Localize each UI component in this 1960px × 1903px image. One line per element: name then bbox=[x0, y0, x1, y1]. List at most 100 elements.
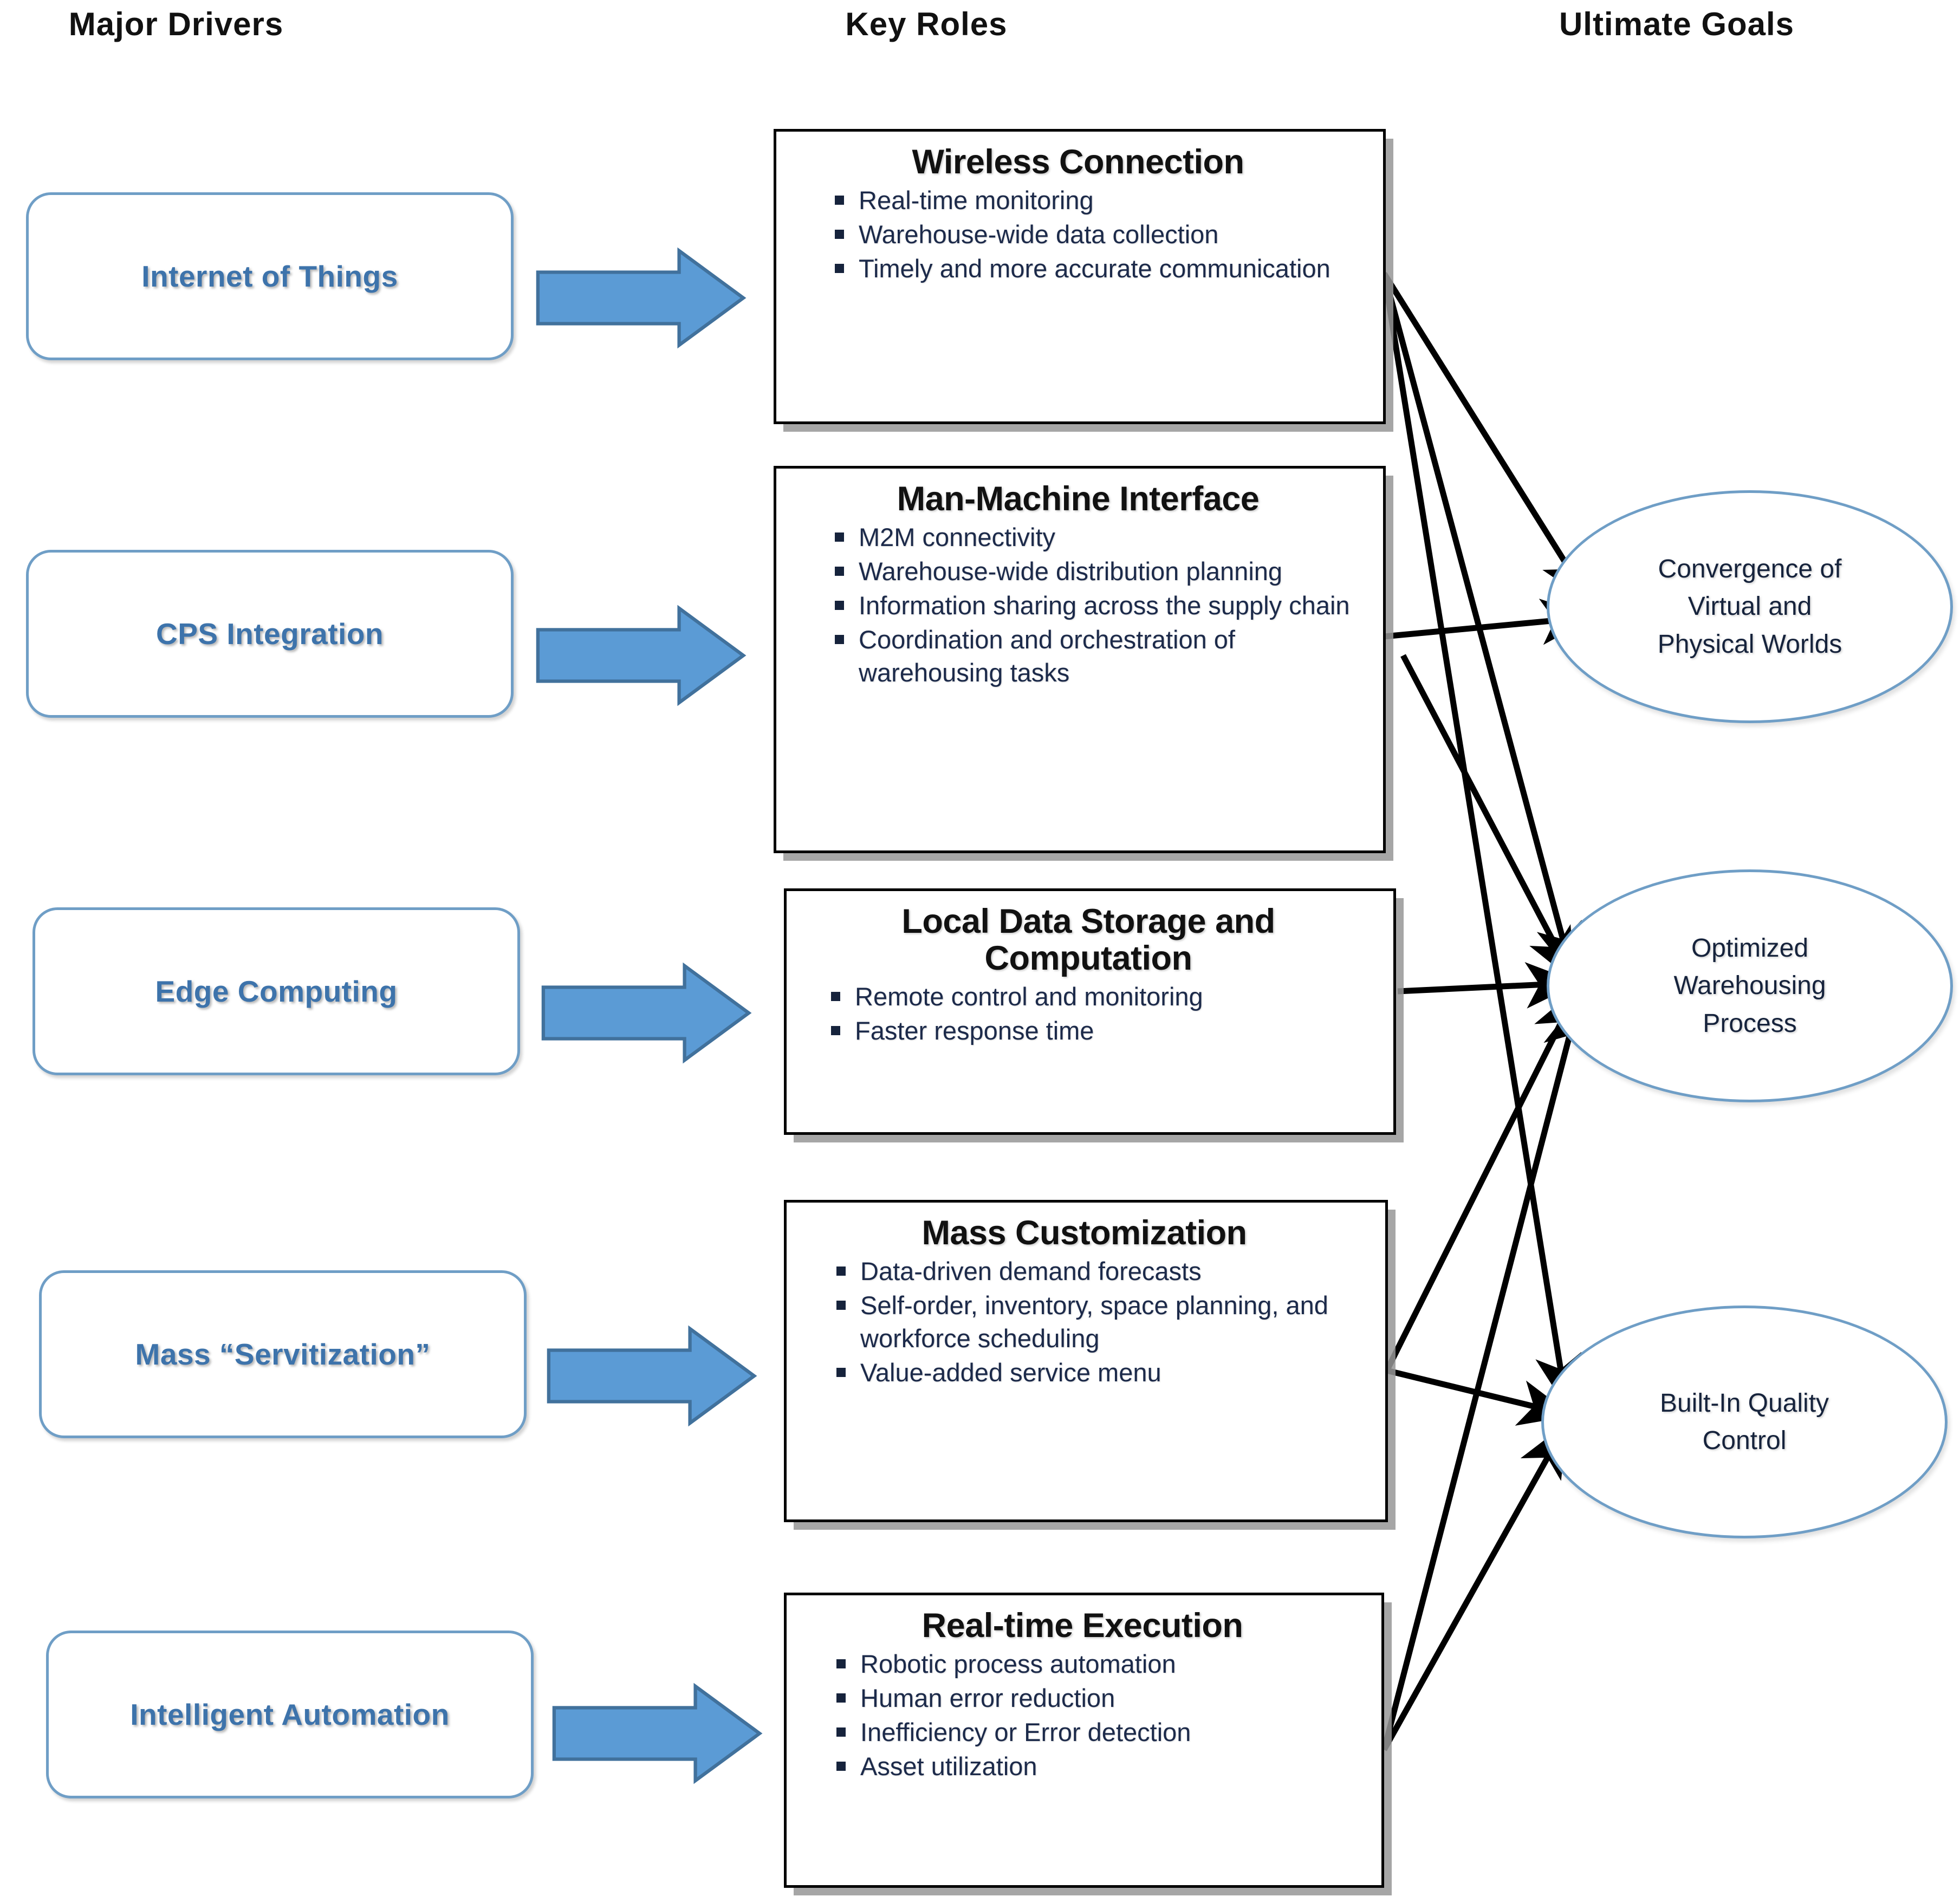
list-item-text: Faster response time bbox=[855, 1016, 1094, 1045]
driver-label: Internet of Things bbox=[141, 259, 398, 293]
goal-label: Optimized Warehousing Process bbox=[1673, 930, 1826, 1042]
role-box-real-time-execution[interactable]: Real-time Execution Robotic process auto… bbox=[784, 1593, 1384, 1888]
list-item-text: M2M connectivity bbox=[859, 523, 1056, 552]
role-bullet-list: M2M connectivity Warehouse-wide distribu… bbox=[787, 521, 1369, 689]
flow-arrow-edge-to-local-data bbox=[539, 962, 753, 1064]
column-header-key-roles: Key Roles bbox=[845, 6, 1008, 42]
flow-arrow-automation-to-realtime bbox=[550, 1682, 764, 1785]
list-item: Warehouse-wide distribution planning bbox=[835, 555, 1369, 588]
driver-label: Edge Computing bbox=[155, 975, 398, 1008]
role-title: Local Data Storage and Computation bbox=[901, 902, 1275, 978]
bullet-square-icon bbox=[836, 1659, 846, 1669]
driver-box-cps-integration[interactable]: CPS Integration bbox=[26, 550, 514, 718]
list-item: Faster response time bbox=[831, 1014, 1379, 1047]
bullet-square-icon bbox=[831, 992, 840, 1002]
list-item-text: Real-time monitoring bbox=[859, 186, 1094, 215]
list-item-text: Human error reduction bbox=[860, 1684, 1115, 1713]
list-item: Data-driven demand forecasts bbox=[836, 1255, 1371, 1288]
goal-label: Built-In Quality Control bbox=[1660, 1385, 1829, 1459]
list-item: Inefficiency or Error detection bbox=[836, 1716, 1367, 1749]
list-item-text: Data-driven demand forecasts bbox=[860, 1257, 1202, 1286]
column-header-major-drivers: Major Drivers bbox=[68, 6, 284, 42]
goal-ellipse-optimized-warehousing-process[interactable]: Optimized Warehousing Process bbox=[1547, 869, 1953, 1102]
role-box-local-data-storage-and-computation[interactable]: Local Data Storage and Computation Remot… bbox=[784, 888, 1396, 1135]
list-item: Asset utilization bbox=[836, 1750, 1367, 1783]
goal-label-line: Physical Worlds bbox=[1657, 629, 1842, 659]
link-wireless-to-convergence bbox=[1381, 272, 1591, 603]
list-item-text: Robotic process automation bbox=[860, 1649, 1176, 1679]
list-item: Value-added service menu bbox=[836, 1356, 1371, 1389]
role-box-man-machine-interface[interactable]: Man-Machine Interface M2M connectivity W… bbox=[774, 466, 1386, 853]
driver-label: Mass “Servitization” bbox=[135, 1337, 431, 1371]
link-mmi-to-optimized bbox=[1400, 654, 1575, 983]
flow-arrow-iot-to-wireless bbox=[534, 246, 748, 349]
role-box-wireless-connection[interactable]: Wireless Connection Real-time monitoring… bbox=[774, 129, 1386, 424]
bullet-square-icon bbox=[836, 1266, 846, 1276]
list-item: Remote control and monitoring bbox=[831, 980, 1379, 1013]
bullet-square-icon bbox=[835, 196, 844, 205]
goal-label-line: Warehousing bbox=[1673, 971, 1826, 1001]
list-item-text: Inefficiency or Error detection bbox=[860, 1718, 1191, 1747]
list-item-text: Timely and more accurate communication bbox=[859, 254, 1331, 283]
driver-box-intelligent-automation[interactable]: Intelligent Automation bbox=[46, 1631, 534, 1798]
bullet-square-icon bbox=[835, 264, 844, 274]
list-item: Warehouse-wide data collection bbox=[835, 218, 1369, 251]
link-realtime-to-optimized bbox=[1381, 997, 1589, 1751]
role-bullet-list: Remote control and monitoring Faster res… bbox=[797, 980, 1379, 1047]
role-bullet-list: Robotic process automation Human error r… bbox=[797, 1647, 1367, 1783]
bullet-square-icon bbox=[835, 635, 844, 645]
link-masscust-to-quality bbox=[1386, 1367, 1573, 1426]
bullet-square-icon bbox=[835, 532, 844, 542]
role-title: Man-Machine Interface bbox=[897, 480, 1260, 518]
role-title: Mass Customization bbox=[921, 1214, 1247, 1252]
link-realtime-to-quality bbox=[1381, 1423, 1567, 1751]
driver-box-mass-servitization[interactable]: Mass “Servitization” bbox=[39, 1270, 527, 1438]
list-item: Robotic process automation bbox=[836, 1647, 1367, 1680]
list-item: Timely and more accurate communication bbox=[835, 252, 1369, 285]
list-item: Real-time monitoring bbox=[835, 184, 1369, 217]
list-item-text: Remote control and monitoring bbox=[855, 982, 1203, 1011]
link-wireless-to-quality bbox=[1381, 273, 1582, 1409]
goal-label-line: Process bbox=[1703, 1009, 1797, 1038]
driver-label: CPS Integration bbox=[155, 617, 384, 651]
goal-ellipse-built-in-quality-control[interactable]: Built-In Quality Control bbox=[1541, 1306, 1948, 1538]
list-item: Coordination and orchestration of wareho… bbox=[835, 623, 1369, 689]
bullet-square-icon bbox=[835, 601, 844, 610]
role-bullet-list: Data-driven demand forecasts Self-order,… bbox=[797, 1255, 1371, 1389]
bullet-square-icon bbox=[835, 230, 844, 239]
flow-arrow-servitization-to-masscust bbox=[544, 1324, 758, 1427]
role-title: Real-time Execution bbox=[921, 1607, 1243, 1645]
link-localdata-to-optimized bbox=[1397, 962, 1580, 1009]
goal-label-line: Built-In Quality bbox=[1659, 1388, 1829, 1418]
bullet-square-icon bbox=[836, 1368, 846, 1378]
goal-label-line: Optimized bbox=[1691, 934, 1809, 963]
list-item-text: Warehouse-wide data collection bbox=[859, 220, 1219, 249]
driver-box-internet-of-things[interactable]: Internet of Things bbox=[26, 192, 514, 360]
list-item-text: Value-added service menu bbox=[860, 1358, 1161, 1387]
link-masscust-to-optimized bbox=[1384, 986, 1579, 1372]
role-title: Wireless Connection bbox=[912, 143, 1244, 181]
list-item: Self-order, inventory, space planning, a… bbox=[836, 1289, 1371, 1355]
goal-ellipse-convergence-of-virtual-and-physical-worlds[interactable]: Convergence of Virtual and Physical Worl… bbox=[1547, 490, 1953, 723]
list-item-text: Information sharing across the supply ch… bbox=[859, 591, 1350, 620]
column-header-ultimate-goals: Ultimate Goals bbox=[1559, 6, 1795, 42]
list-item-text: Warehouse-wide distribution planning bbox=[859, 557, 1283, 586]
list-item: M2M connectivity bbox=[835, 521, 1369, 554]
list-item: Information sharing across the supply ch… bbox=[835, 589, 1369, 622]
bullet-square-icon bbox=[836, 1693, 846, 1703]
flow-arrow-cps-to-mmi bbox=[534, 604, 748, 707]
goal-label-line: Virtual and bbox=[1688, 592, 1812, 621]
list-item-text: Self-order, inventory, space planning, a… bbox=[860, 1291, 1328, 1353]
driver-label: Intelligent Automation bbox=[130, 1698, 450, 1731]
bullet-square-icon bbox=[836, 1762, 846, 1771]
role-box-mass-customization[interactable]: Mass Customization Data-driven demand fo… bbox=[784, 1200, 1388, 1522]
driver-box-edge-computing[interactable]: Edge Computing bbox=[33, 907, 520, 1075]
list-item-text: Coordination and orchestration of wareho… bbox=[859, 625, 1235, 687]
list-item-text: Asset utilization bbox=[860, 1752, 1037, 1781]
bullet-square-icon bbox=[831, 1026, 840, 1036]
bullet-square-icon bbox=[835, 567, 844, 576]
goal-label: Convergence of Virtual and Physical Worl… bbox=[1658, 550, 1842, 663]
role-bullet-list: Real-time monitoring Warehouse-wide data… bbox=[787, 184, 1369, 285]
bullet-square-icon bbox=[836, 1727, 846, 1737]
